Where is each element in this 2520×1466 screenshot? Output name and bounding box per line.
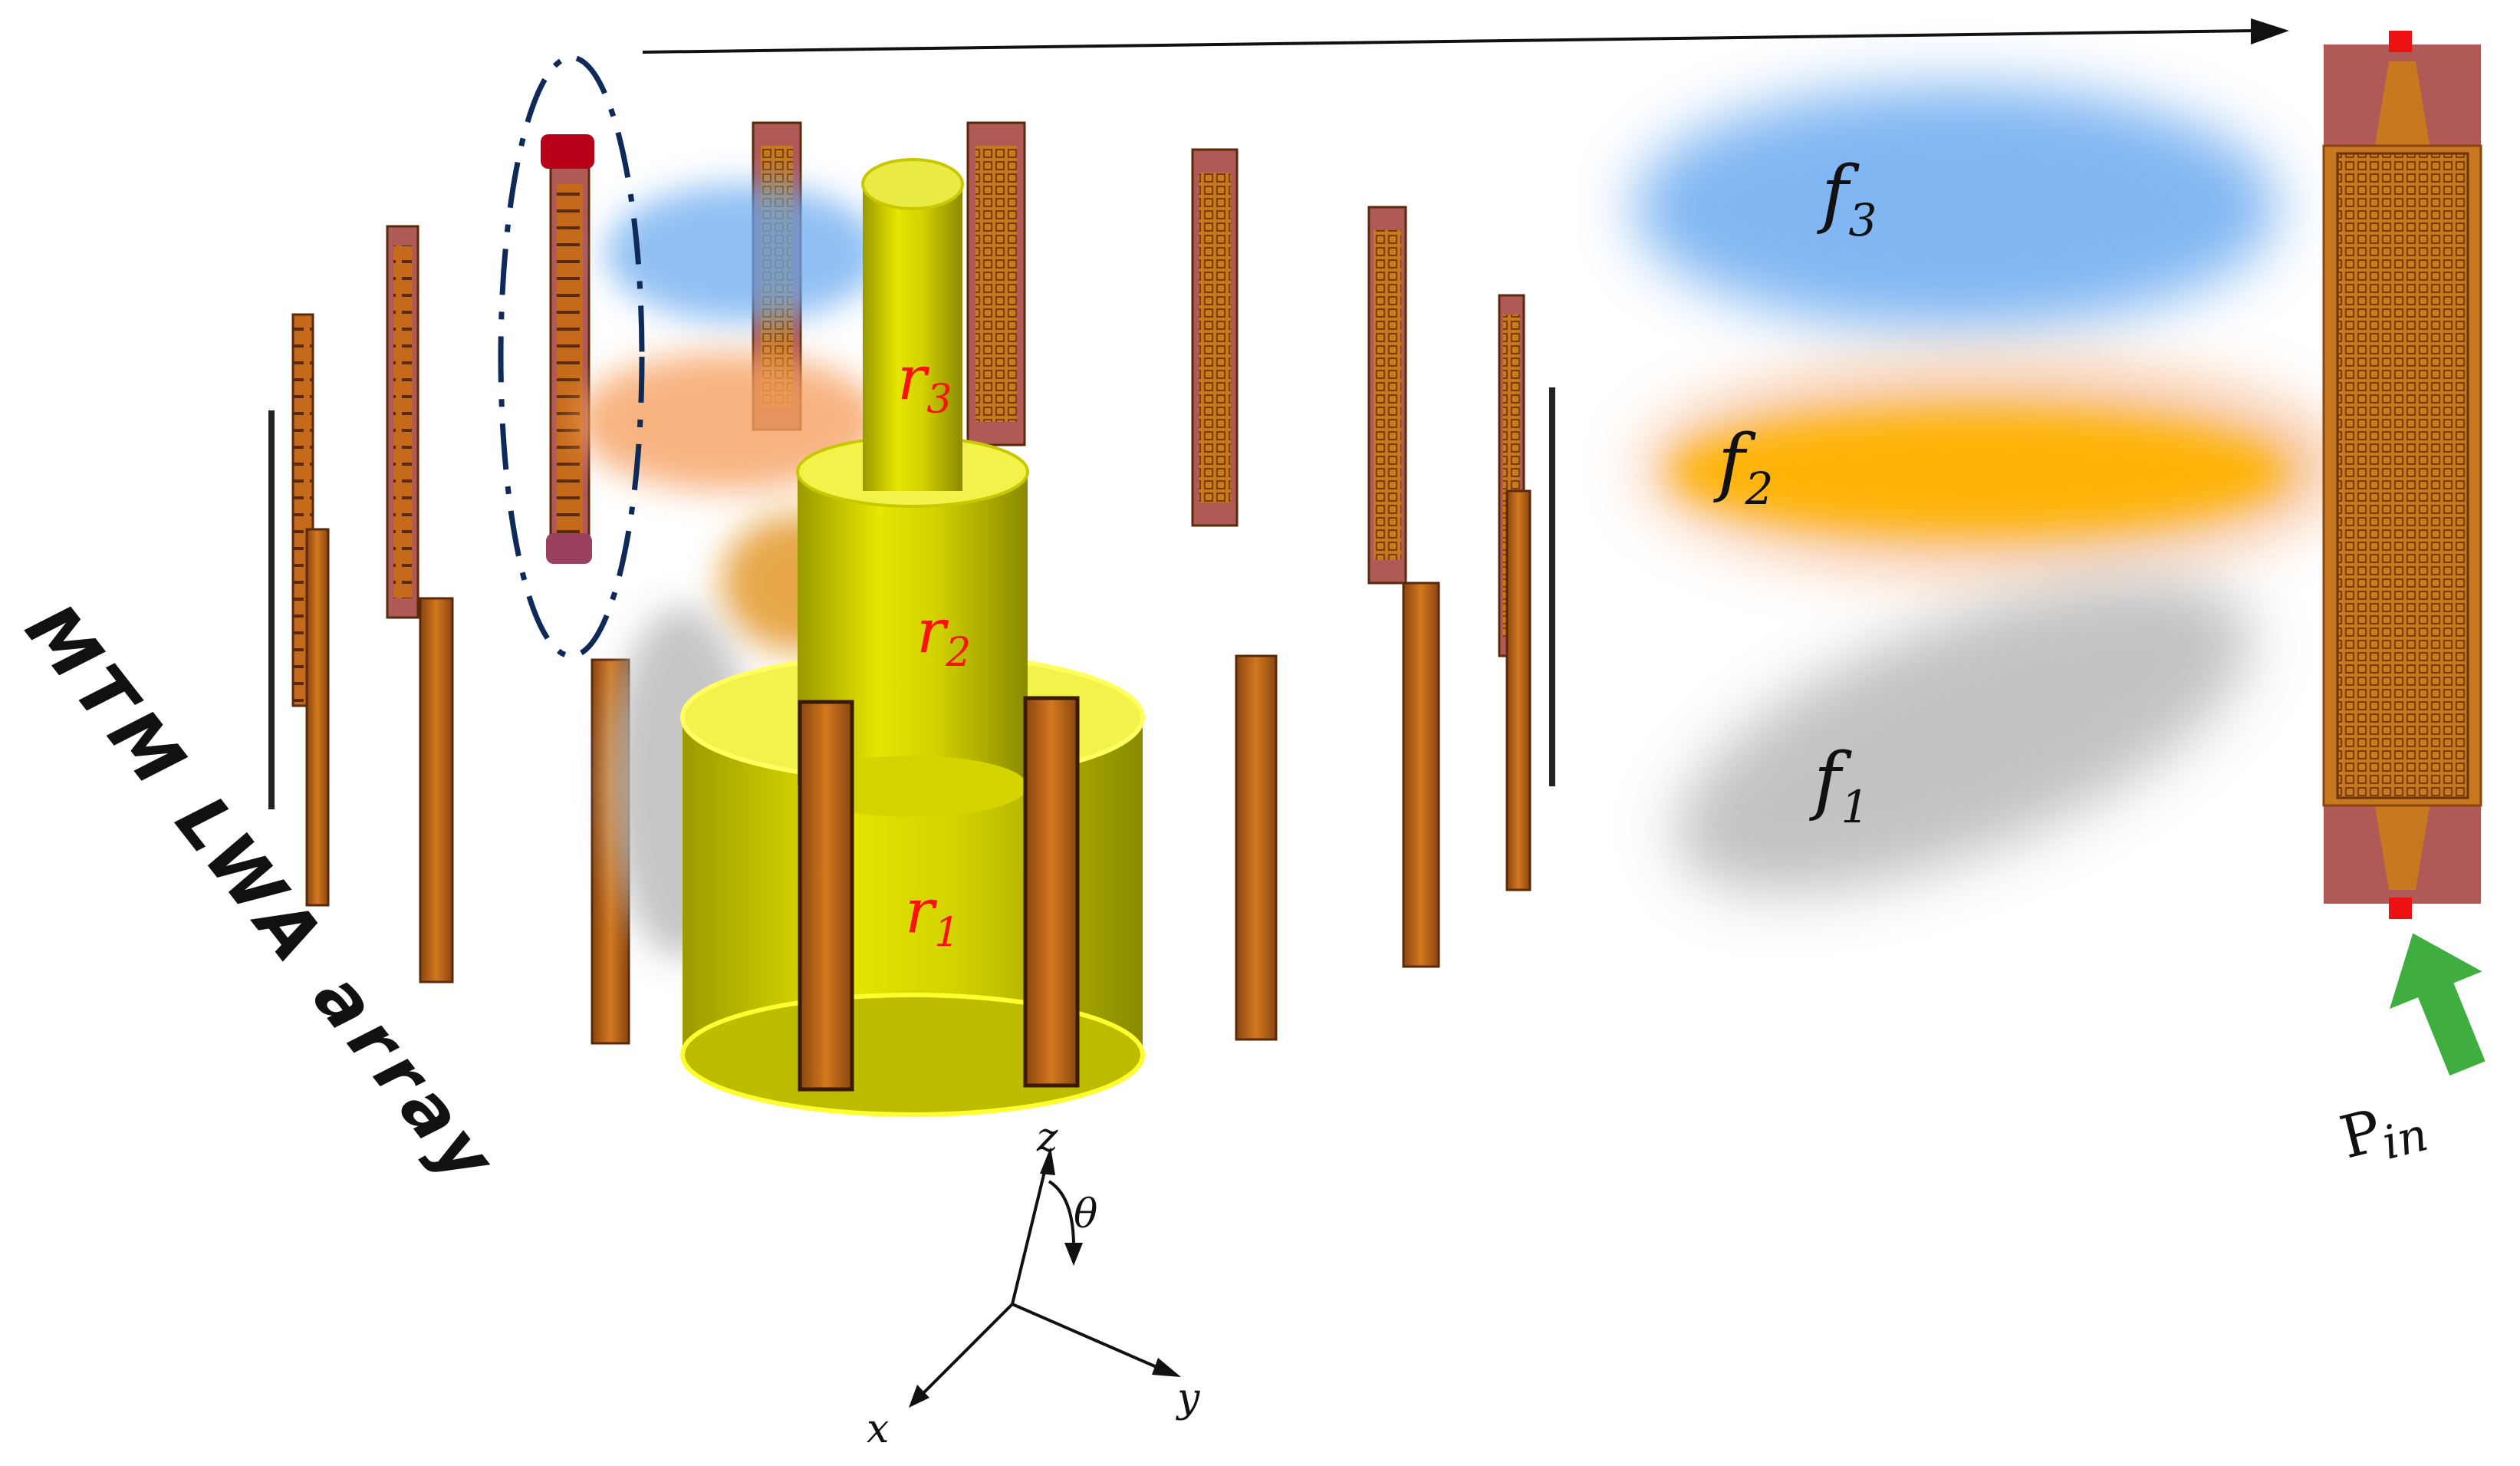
axis-label-z: z [1036,1115,1058,1161]
beam-f2 [1672,410,2285,533]
antenna-element-detail [2322,31,2482,919]
feed-port [2389,31,2412,52]
axis-label-x: x [867,1406,889,1452]
antenna-element [557,184,583,537]
highlight-ellipse [498,54,645,659]
beam-label-f1: f1 [1809,737,1869,833]
axis-label-y: y [1176,1375,1200,1422]
antenna-element [393,245,412,598]
input-power-arrow [2389,933,2485,1076]
antenna-element [419,597,454,983]
antenna-element [1549,387,1555,786]
coordinate-axes [909,1147,1181,1408]
feed-port [541,134,594,169]
antenna-element [1235,654,1278,1041]
axis-label-theta: θ [1074,1191,1097,1237]
antenna-element [1505,489,1531,891]
beam-f3 [1633,84,2278,330]
cylinder-r3-top [861,158,964,210]
radius-label-r3: r3 [897,342,952,423]
input-power-label: Pin [2334,1085,2433,1180]
top-arrow [642,18,2289,54]
antenna-element [1199,173,1231,502]
beam-f1 [1675,579,2252,894]
radius-label-r1: r1 [905,875,959,956]
antenna-element [975,146,1017,422]
antenna-element [305,528,330,907]
right-beams [1633,84,2347,894]
antenna-element [798,700,854,1092]
feed-port [2389,898,2412,919]
radius-label-r2: r2 [916,595,971,676]
antenna-element [1373,230,1401,560]
feed-port [546,533,592,564]
antenna-element [268,410,275,809]
antenna-element [1402,581,1440,968]
antenna-element [1023,696,1080,1088]
